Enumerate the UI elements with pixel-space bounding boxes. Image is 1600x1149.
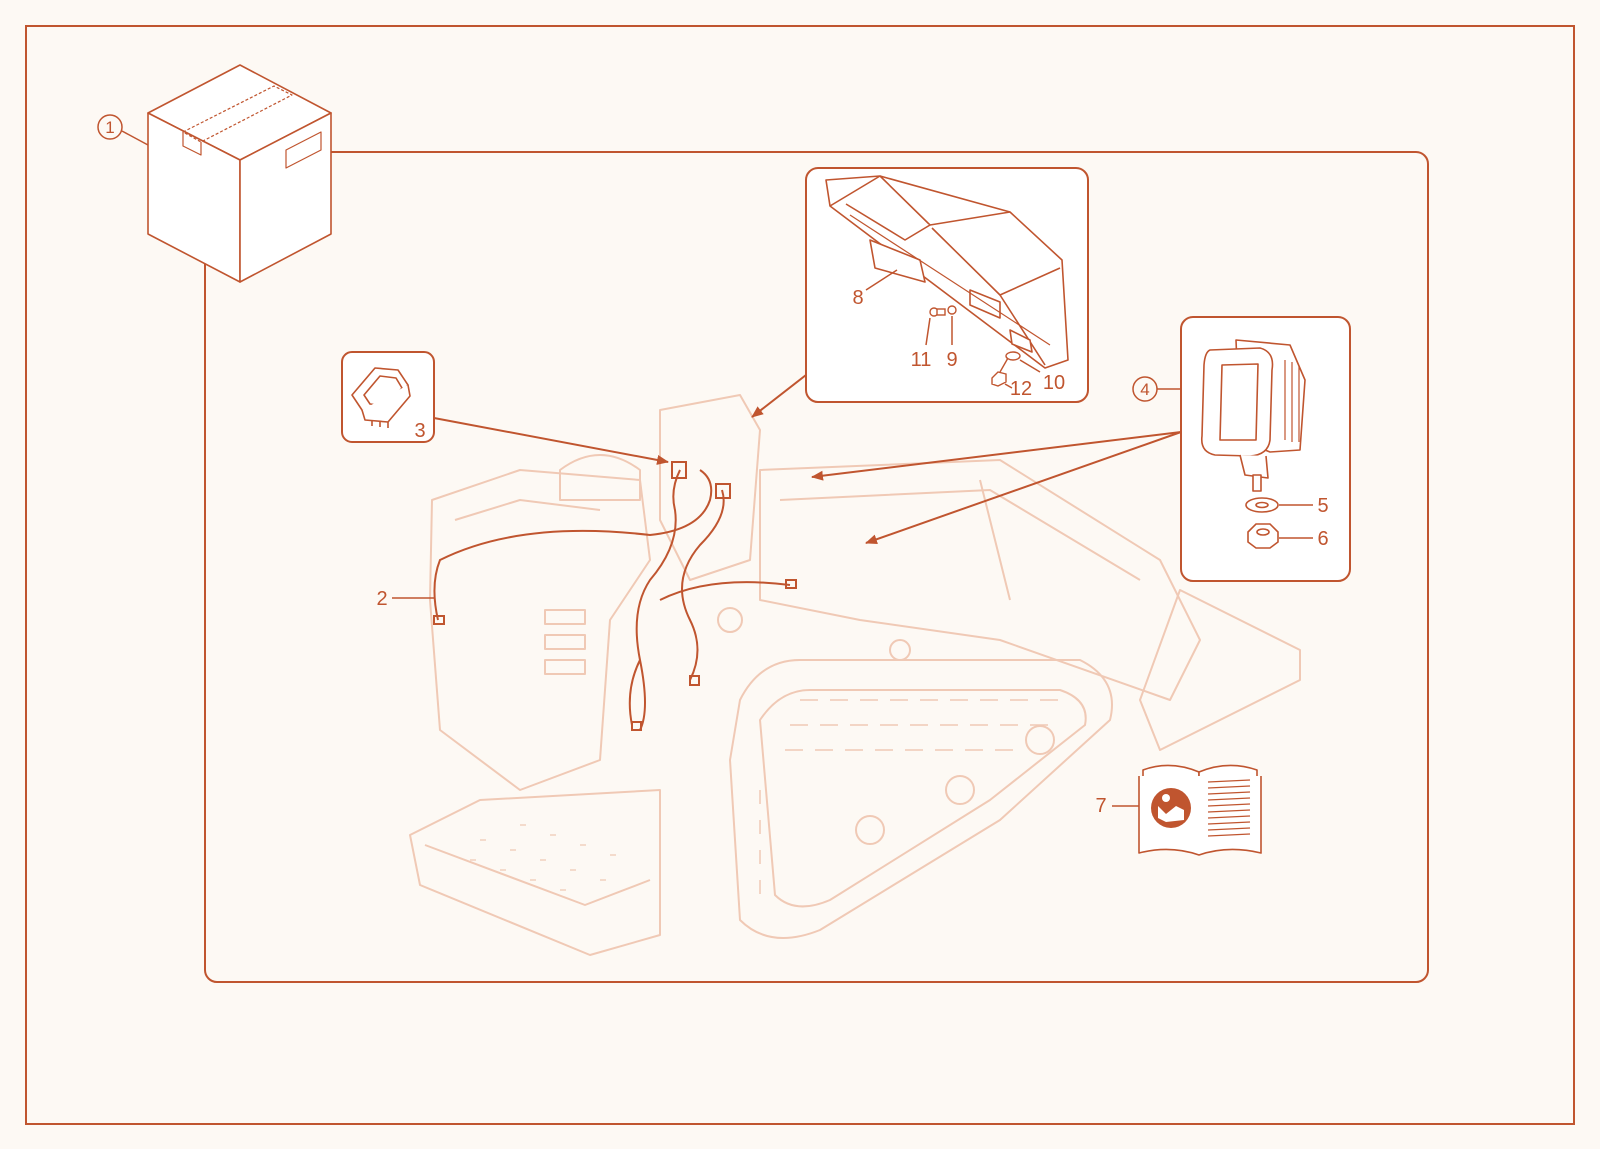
fastener-icons [929, 305, 1021, 387]
dashboard-housing-icon [825, 175, 1069, 369]
callout-8: 8 [852, 287, 863, 309]
callout-1: 1 [105, 118, 114, 137]
callout-11: 11 [911, 349, 932, 371]
leader-8 [865, 269, 898, 291]
read-manual-symbol [1158, 794, 1184, 822]
callout-3: 3 [414, 420, 425, 442]
leader-10 [1019, 359, 1041, 373]
callout-4: 4 [1140, 380, 1149, 399]
arrow-8 [751, 374, 807, 418]
arrow-4a [811, 431, 1182, 481]
read-manual-icon [1151, 788, 1191, 828]
arrow-3 [433, 417, 669, 465]
track-loader-illustration [409, 394, 1301, 956]
rocker-switch-icon [351, 367, 411, 428]
callout-2: 2 [376, 588, 387, 610]
work-light-icon [1200, 339, 1306, 492]
callout-5: 5 [1317, 495, 1328, 517]
arrow-4b [865, 431, 1182, 545]
leader-12 [1004, 383, 1013, 389]
outer-frame [25, 25, 1575, 1125]
callout-6: 6 [1317, 528, 1328, 550]
leader-11 [925, 317, 931, 346]
callout-10: 10 [1043, 372, 1065, 394]
callout-12: 12 [1010, 378, 1032, 400]
callout-7: 7 [1095, 795, 1106, 817]
cardboard-box-icon [147, 64, 332, 283]
kit-contents-frame [204, 151, 1429, 983]
washer-nut-icons [1245, 497, 1279, 549]
callout-1-circle [97, 114, 123, 140]
leader-1 [121, 130, 149, 146]
wiring-harness [433, 461, 797, 731]
callout-9: 9 [946, 349, 957, 371]
